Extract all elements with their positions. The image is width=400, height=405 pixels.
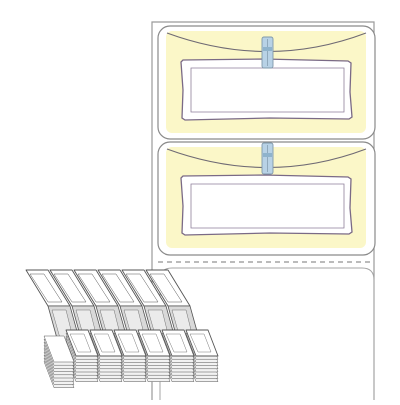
window-inner-line <box>190 183 345 229</box>
top-strip-label-inner <box>125 273 159 303</box>
top-strip-label-inner <box>149 273 183 303</box>
stack-top-label-inner <box>69 333 92 353</box>
stack-top-label-inner <box>165 333 188 353</box>
top-strip-label-inner <box>29 273 63 303</box>
fanfold-stack <box>25 269 219 388</box>
tag-label-1 <box>157 25 376 140</box>
top-strip-label-inner <box>53 273 87 303</box>
tag-label-2 <box>157 141 376 256</box>
stack-top-label-inner <box>117 333 140 353</box>
stack-top-label-inner <box>189 333 212 353</box>
stack-top-label-inner <box>141 333 164 353</box>
label-window <box>180 174 353 236</box>
top-strip-label-inner <box>101 273 135 303</box>
stack-side-edge <box>43 335 75 363</box>
window-inner-line <box>190 67 345 113</box>
clothespin-icon <box>261 36 274 69</box>
label-window <box>180 58 353 121</box>
clothespin-icon <box>261 142 274 175</box>
top-strip-label-inner <box>77 273 111 303</box>
stack-top-label-inner <box>93 333 116 353</box>
